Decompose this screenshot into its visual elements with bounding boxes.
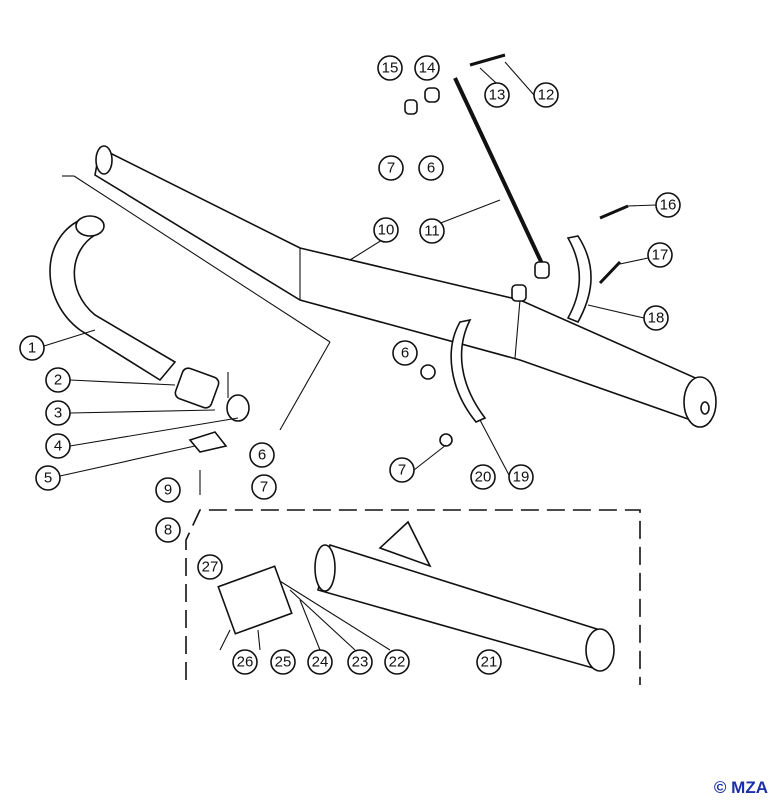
svg-text:22: 22 xyxy=(389,654,406,671)
callout-17: 17 xyxy=(647,242,673,268)
callout-7: 7 xyxy=(251,474,277,500)
callout-4: 4 xyxy=(45,433,71,459)
brace-rod xyxy=(404,53,550,302)
callout-23: 23 xyxy=(347,649,373,675)
callout-1: 1 xyxy=(19,335,45,361)
callout-19: 19 xyxy=(508,464,534,490)
callout-6-upper: 6 xyxy=(418,155,444,181)
brackets xyxy=(420,204,629,447)
inset-detail xyxy=(185,509,641,685)
leader-lines xyxy=(43,61,657,651)
svg-text:1: 1 xyxy=(28,340,36,357)
callout-13: 13 xyxy=(484,82,510,108)
svg-text:7: 7 xyxy=(387,160,395,177)
callout-22: 22 xyxy=(384,649,410,675)
callout-3: 3 xyxy=(45,400,71,426)
svg-text:6: 6 xyxy=(427,160,435,177)
svg-text:7: 7 xyxy=(260,479,268,496)
svg-text:26: 26 xyxy=(237,654,254,671)
callout-16: 16 xyxy=(655,192,681,218)
svg-text:21: 21 xyxy=(481,654,498,671)
svg-text:6: 6 xyxy=(258,447,266,464)
callout-15: 15 xyxy=(377,55,403,81)
svg-text:6: 6 xyxy=(401,345,409,362)
svg-text:20: 20 xyxy=(475,469,492,486)
svg-text:9: 9 xyxy=(164,482,172,499)
callout-9: 9 xyxy=(155,477,181,503)
svg-text:2: 2 xyxy=(54,372,62,389)
callout-7-upper: 7 xyxy=(378,155,404,181)
svg-text:4: 4 xyxy=(54,438,62,455)
svg-text:14: 14 xyxy=(419,60,436,77)
callout-12: 12 xyxy=(533,82,559,108)
svg-text:3: 3 xyxy=(54,405,62,422)
svg-text:12: 12 xyxy=(538,87,555,104)
callout-8: 8 xyxy=(155,517,181,543)
callout-10: 10 xyxy=(373,217,399,243)
svg-text:27: 27 xyxy=(202,559,219,576)
callout-5: 5 xyxy=(35,465,61,491)
svg-text:10: 10 xyxy=(378,222,395,239)
clamp-assembly xyxy=(174,367,250,495)
svg-text:24: 24 xyxy=(312,654,329,671)
callout-6-mid: 6 xyxy=(392,340,418,366)
svg-text:16: 16 xyxy=(660,197,677,214)
callout-2: 2 xyxy=(45,367,71,393)
svg-text:8: 8 xyxy=(164,522,172,539)
svg-text:11: 11 xyxy=(424,223,440,240)
svg-text:19: 19 xyxy=(513,469,530,486)
callout-21: 21 xyxy=(476,649,502,675)
svg-text:18: 18 xyxy=(648,310,665,327)
callout-24: 24 xyxy=(307,649,333,675)
callouts: 1 2 3 4 5 6 7 8 9 10 11 12 13 14 15 6 7 … xyxy=(19,55,681,675)
bent-pipe xyxy=(49,215,177,382)
svg-text:13: 13 xyxy=(489,87,506,104)
copyright-label: © MZA xyxy=(713,778,768,797)
callout-6: 6 xyxy=(249,442,275,468)
svg-text:23: 23 xyxy=(352,654,369,671)
callout-7-mid: 7 xyxy=(389,457,415,483)
svg-text:5: 5 xyxy=(44,470,52,487)
callout-20: 20 xyxy=(470,464,496,490)
callout-26: 26 xyxy=(232,649,258,675)
callout-11: 11 xyxy=(419,218,445,244)
svg-text:7: 7 xyxy=(398,462,406,479)
svg-text:15: 15 xyxy=(382,60,399,77)
svg-text:17: 17 xyxy=(652,247,669,264)
callout-14: 14 xyxy=(414,55,440,81)
callout-27: 27 xyxy=(197,554,223,580)
callout-18: 18 xyxy=(643,305,669,331)
exhaust-pipe xyxy=(94,145,717,428)
svg-text:25: 25 xyxy=(275,654,292,671)
callout-25: 25 xyxy=(270,649,296,675)
